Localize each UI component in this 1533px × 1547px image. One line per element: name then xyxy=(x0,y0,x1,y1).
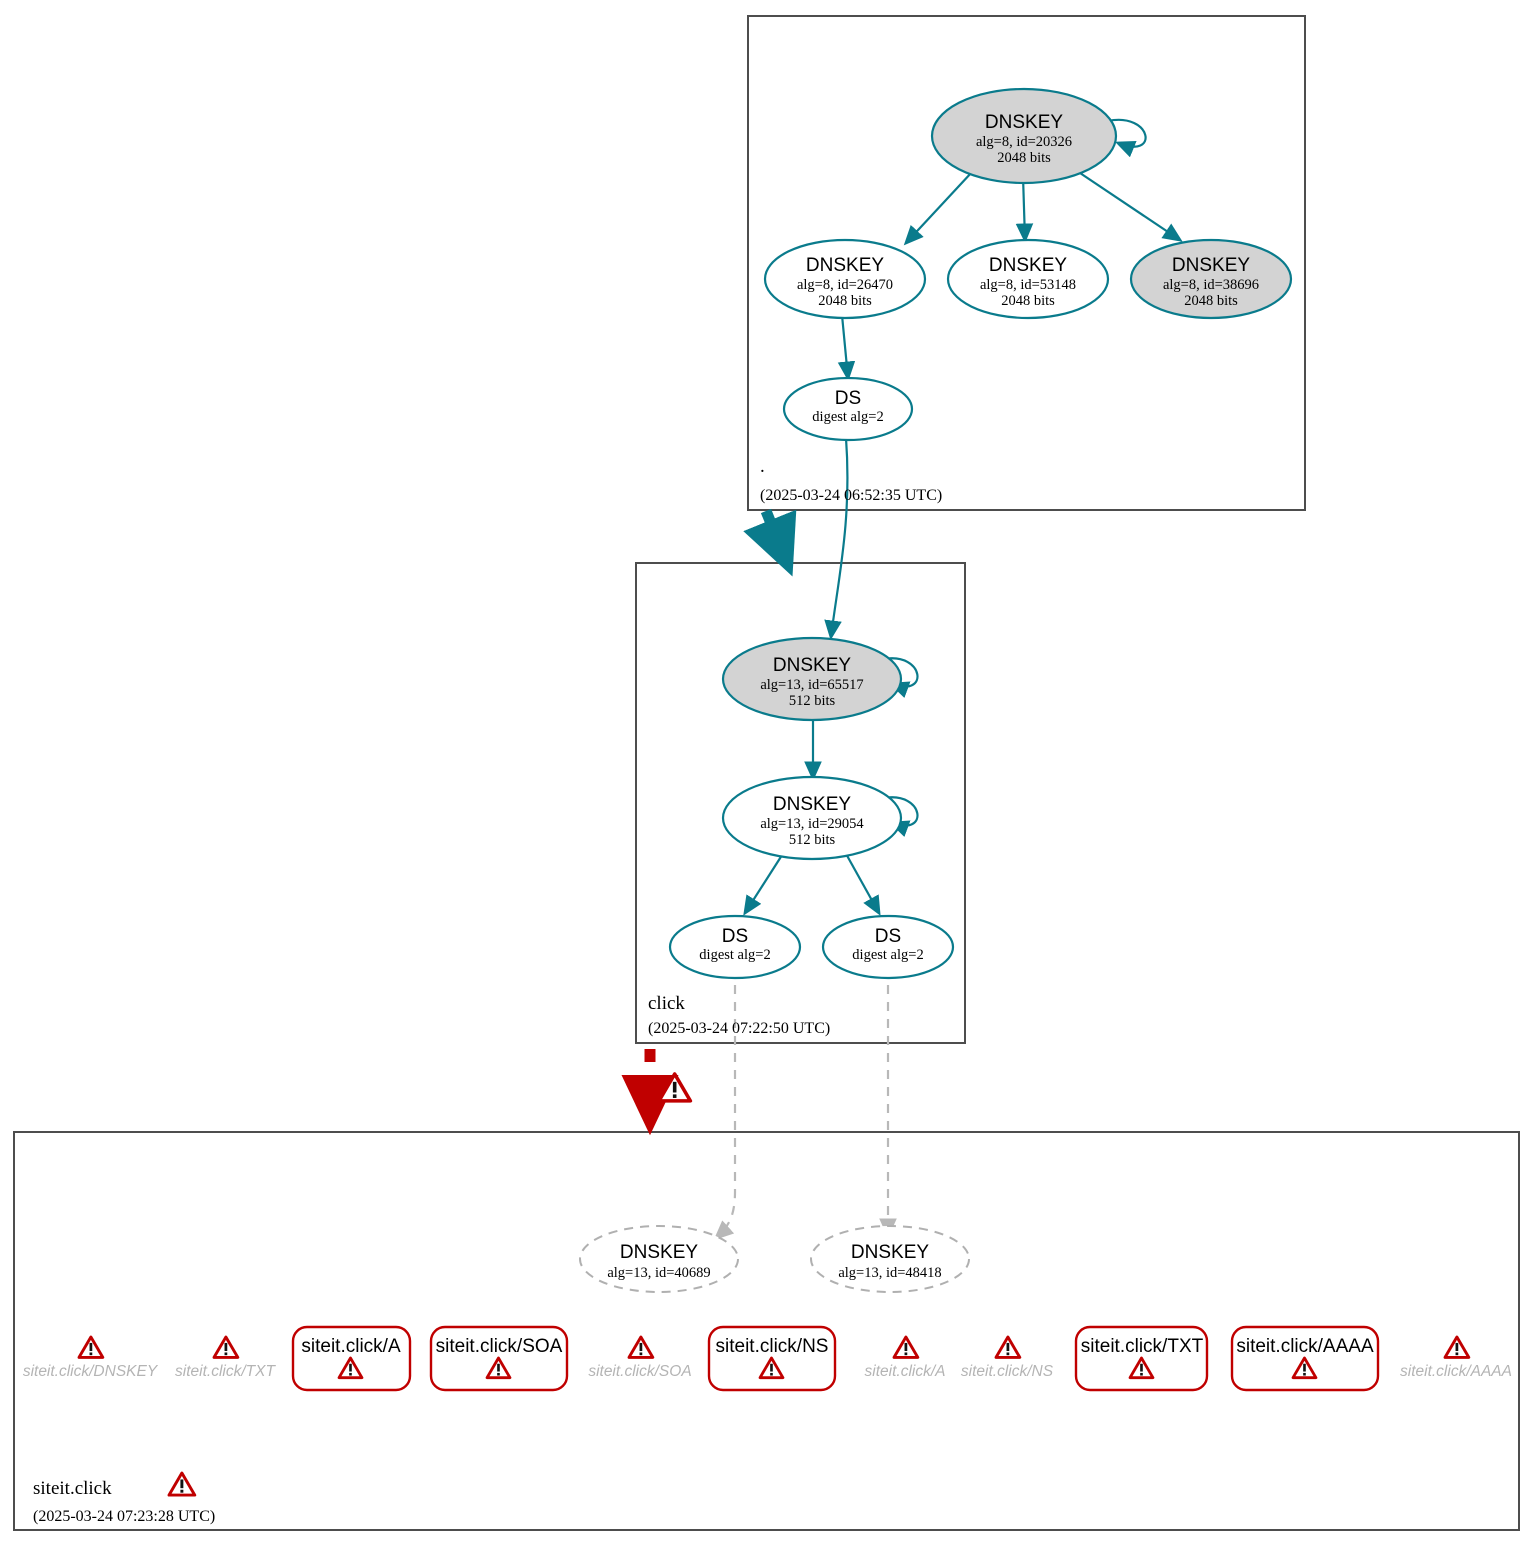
rrset-label: siteit.click/NS xyxy=(961,1363,1054,1380)
node-sublabel-1: alg=13, id=29054 xyxy=(760,816,864,832)
node-click-zsk-29054[interactable]: DNSKEY alg=13, id=29054 512 bits xyxy=(721,775,903,861)
node-sublabel-1: digest alg=2 xyxy=(699,947,770,963)
node-click-ds-2[interactable]: DS digest alg=2 xyxy=(821,914,955,980)
edge-root-ksk-to-26470 xyxy=(903,171,973,246)
edge-click-zsk-to-ds1 xyxy=(743,851,785,916)
rrset-siteit-click-aaaa-ghost[interactable]: siteit.click/AAAA xyxy=(1400,1335,1512,1380)
rrset-siteit-click-txt-boxed[interactable]: siteit.click/TXT xyxy=(1074,1325,1209,1392)
node-sublabel-2: 2048 bits xyxy=(1001,293,1055,309)
warning-triangle-icon-zone-siteit xyxy=(167,1471,197,1497)
rrset-siteit-click-a-boxed[interactable]: siteit.click/A xyxy=(291,1325,412,1392)
node-root-zsk-26470[interactable]: DNSKEY alg=8, id=26470 2048 bits xyxy=(763,238,927,320)
node-label: DNSKEY xyxy=(1172,255,1250,276)
rrset-label: siteit.click/TXT xyxy=(175,1363,276,1380)
node-root-ksk-20326[interactable]: DNSKEY alg=8, id=20326 2048 bits xyxy=(930,87,1118,185)
zone-label-root: . xyxy=(760,456,765,477)
zone-label-click: click xyxy=(648,993,685,1014)
rrset-label: siteit.click/NS xyxy=(716,1336,829,1357)
rrset-siteit-click-soa-boxed[interactable]: siteit.click/SOA xyxy=(429,1325,569,1392)
warning-triangle-icon xyxy=(77,1335,105,1359)
rrset-label: siteit.click/SOA xyxy=(436,1336,563,1357)
warning-triangle-icon xyxy=(485,1356,512,1380)
rrset-siteit-click-soa-ghost[interactable]: siteit.click/SOA xyxy=(588,1335,692,1380)
rrset-label: siteit.click/SOA xyxy=(588,1363,691,1380)
warning-triangle-icon xyxy=(627,1335,655,1359)
delegation-arrow-root-to-click xyxy=(743,508,797,577)
node-sublabel-1: alg=8, id=26470 xyxy=(797,277,893,293)
rrset-label: siteit.click/AAAA xyxy=(1236,1336,1374,1357)
warning-triangle-icon xyxy=(1443,1335,1471,1359)
warning-triangle-icon xyxy=(892,1335,920,1359)
node-sublabel-1: alg=13, id=48418 xyxy=(838,1265,941,1281)
node-sublabel-2: 2048 bits xyxy=(997,150,1051,166)
warning-triangle-icon-delegation xyxy=(657,1072,693,1103)
warning-triangle-icon xyxy=(212,1335,240,1359)
zone-label-siteit: siteit.click xyxy=(33,1478,112,1499)
node-sublabel-1: digest alg=2 xyxy=(852,947,923,963)
zone-box-siteit xyxy=(13,1131,1520,1531)
rrset-siteit-click-a-ghost[interactable]: siteit.click/A xyxy=(865,1335,946,1380)
node-sublabel-2: 512 bits xyxy=(789,693,836,709)
warning-triangle-icon xyxy=(1128,1356,1155,1380)
node-label: DNSKEY xyxy=(620,1242,698,1263)
edge-root-26470-to-ds xyxy=(837,314,856,382)
edge-click-ksk-selfsign xyxy=(883,657,919,698)
node-sublabel-1: alg=8, id=20326 xyxy=(976,134,1072,150)
node-label: DNSKEY xyxy=(773,794,851,815)
edge-root-ksk-to-53148 xyxy=(1015,175,1034,244)
node-sublabel-1: alg=13, id=65517 xyxy=(760,677,863,693)
edge-click-ds1-to-orphan-40689 xyxy=(713,968,737,1241)
zone-timestamp-click: (2025-03-24 07:22:50 UTC) xyxy=(648,1020,830,1037)
node-orphan-dnskey-40689[interactable]: DNSKEY alg=13, id=40689 xyxy=(579,1225,739,1293)
node-label: DNSKEY xyxy=(806,255,884,276)
node-root-zsk-53148[interactable]: DNSKEY alg=8, id=53148 2048 bits xyxy=(946,238,1110,320)
rrset-label: siteit.click/TXT xyxy=(1081,1336,1204,1357)
warning-triangle-icon xyxy=(1291,1356,1318,1380)
zone-timestamp-siteit: (2025-03-24 07:23:28 UTC) xyxy=(33,1508,215,1525)
rrset-siteit-click-ns-ghost[interactable]: siteit.click/NS xyxy=(961,1335,1054,1380)
node-sublabel-1: alg=8, id=53148 xyxy=(980,277,1076,293)
rrset-label: siteit.click/DNSKEY xyxy=(23,1363,159,1380)
node-click-ksk-65517[interactable]: DNSKEY alg=13, id=65517 512 bits xyxy=(721,636,903,722)
warning-triangle-icon xyxy=(994,1335,1022,1359)
zone-timestamp-root: (2025-03-24 06:52:35 UTC) xyxy=(760,487,942,504)
node-sublabel-1: digest alg=2 xyxy=(812,409,883,425)
node-label: DNSKEY xyxy=(851,1242,929,1263)
edge-click-zsk-to-ds2 xyxy=(844,851,881,916)
warning-triangle-icon xyxy=(337,1356,364,1380)
node-label: DNSKEY xyxy=(985,112,1063,133)
node-root-ds[interactable]: DS digest alg=2 xyxy=(782,376,914,442)
node-sublabel-2: 2048 bits xyxy=(1184,293,1238,309)
warning-triangle-icon xyxy=(758,1356,785,1380)
node-sublabel-1: alg=13, id=40689 xyxy=(607,1265,710,1281)
node-label: DS xyxy=(722,926,748,947)
node-sublabel-1: alg=8, id=38696 xyxy=(1163,277,1259,293)
rrset-siteit-click-ns-boxed[interactable]: siteit.click/NS xyxy=(707,1325,837,1392)
node-label: DS xyxy=(875,926,901,947)
node-label: DS xyxy=(835,388,861,409)
edge-root-ksk-to-38696 xyxy=(1079,172,1183,242)
edge-click-zsk-selfsign xyxy=(883,796,919,837)
node-click-ds-1[interactable]: DS digest alg=2 xyxy=(668,914,802,980)
rrset-siteit-click-txt-ghost[interactable]: siteit.click/TXT xyxy=(175,1335,276,1380)
node-root-zsk-38696[interactable]: DNSKEY alg=8, id=38696 2048 bits xyxy=(1129,238,1293,320)
node-sublabel-2: 2048 bits xyxy=(818,293,872,309)
rrset-label: siteit.click/A xyxy=(301,1336,401,1357)
rrset-label: siteit.click/A xyxy=(865,1363,946,1380)
rrset-siteit-click-dnskey[interactable]: siteit.click/DNSKEY xyxy=(23,1335,159,1380)
rrset-siteit-click-aaaa-boxed[interactable]: siteit.click/AAAA xyxy=(1230,1325,1380,1392)
edge-root-ds-to-click-ksk xyxy=(824,437,849,641)
node-label: DNSKEY xyxy=(989,255,1067,276)
zone-box-click xyxy=(635,562,966,1044)
rrset-label: siteit.click/AAAA xyxy=(1400,1363,1512,1380)
node-label: DNSKEY xyxy=(773,655,851,676)
edge-root-ksk-selfsign xyxy=(1107,118,1147,158)
node-sublabel-2: 512 bits xyxy=(789,832,836,848)
zone-box-root xyxy=(747,15,1306,511)
node-orphan-dnskey-48418[interactable]: DNSKEY alg=13, id=48418 xyxy=(810,1225,970,1293)
